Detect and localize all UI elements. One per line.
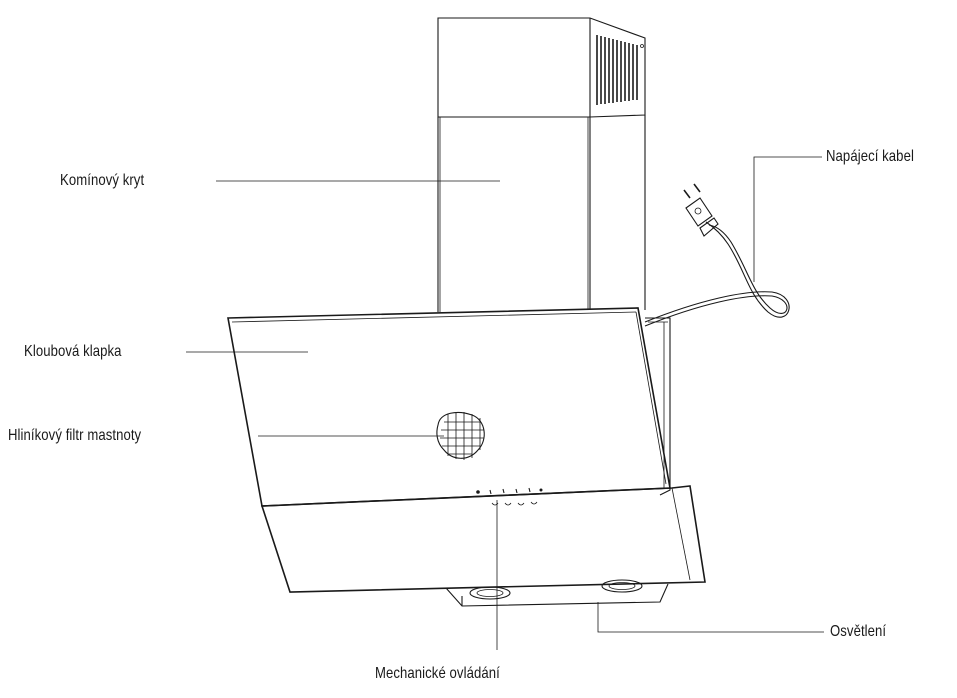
label-chimney-cover: Komínový kryt xyxy=(60,172,145,189)
lower-glass-panel xyxy=(260,485,706,593)
grease-filter-knob xyxy=(436,411,485,460)
hinged-flap-panel xyxy=(227,307,671,507)
leader-lines xyxy=(186,156,824,650)
label-power-cable: Napájecí kabel xyxy=(826,148,914,165)
label-hinged-flap: Kloubová klapka xyxy=(24,343,122,360)
vent-slots xyxy=(596,35,644,105)
control-buttons xyxy=(476,487,543,506)
leader-cable xyxy=(753,156,822,282)
label-lighting: Osvětlení xyxy=(830,623,887,640)
power-cable xyxy=(644,183,790,327)
motor-body xyxy=(645,317,671,496)
chimney-lower xyxy=(437,115,646,312)
leader-lighting xyxy=(597,602,824,633)
light-box xyxy=(445,579,669,607)
label-grease-filter: Hliníkový filtr mastnoty xyxy=(8,427,142,444)
chimney-upper xyxy=(437,17,646,118)
label-controls: Mechanické ovládání xyxy=(375,665,500,682)
